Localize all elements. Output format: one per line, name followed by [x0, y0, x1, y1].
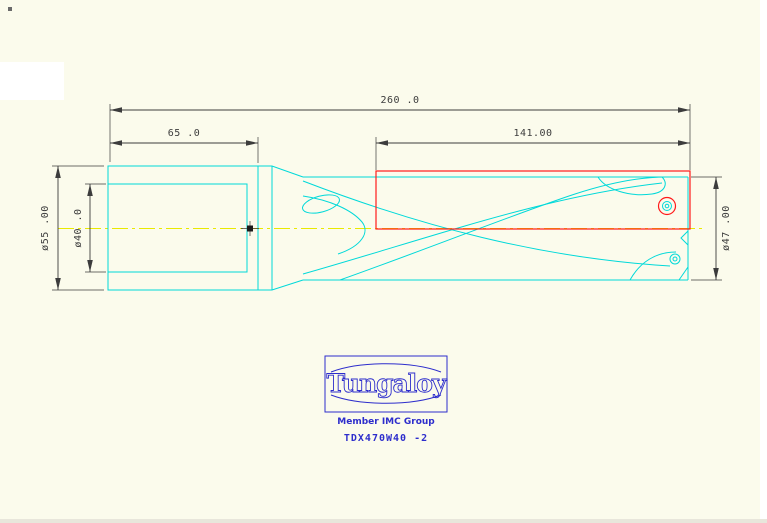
dimension-bore-diameter: ø40 .0 [73, 183, 106, 273]
neck-taper-bottom [258, 279, 304, 291]
logo-frame [324, 355, 448, 413]
flute-runout [302, 194, 340, 214]
insert-screws [657, 196, 681, 265]
inner-insert-screw [669, 253, 681, 265]
part-number: TDX470W40 -2 [344, 433, 428, 444]
cutting-edge-highlight [375, 170, 691, 230]
bore-diameter-label: ø40 .0 [73, 208, 84, 247]
flute-curves [302, 176, 677, 281]
brand-logotype: Tungaloy [326, 369, 448, 398]
overall-length-label: 260 .0 [380, 95, 419, 106]
drill-diameter-label: ø47 .00 [721, 205, 732, 251]
corner-mark [8, 7, 12, 11]
flute-length-label: 141.00 [513, 128, 552, 139]
dimension-overall-length: 260 .0 [109, 95, 691, 170]
bottom-strip-artifact [0, 519, 767, 523]
logo-tagline: Member IMC Group [337, 417, 435, 427]
shank-diameter-label: ø55 .00 [40, 205, 51, 251]
drill-body-outline [303, 176, 689, 281]
insert-pocket-notch [680, 230, 689, 246]
dimension-flute-length: 141.00 [375, 128, 690, 170]
logo-block: Tungaloy Member IMC Group TDX470W40 -2 [324, 355, 449, 444]
logo-swoosh-top [330, 363, 442, 373]
right-edge-artifact [760, 0, 767, 523]
dimension-shank-length: 65 .0 [110, 128, 259, 163]
shank-outline [107, 165, 304, 291]
tip-chamfer [678, 266, 689, 281]
white-patch-artifact [0, 62, 64, 100]
outer-insert-seat [657, 196, 677, 216]
dimension-shank-diameter: ø55 .00 [40, 165, 104, 291]
shank-length-label: 65 .0 [168, 128, 201, 139]
logo-swoosh-bottom [330, 394, 442, 404]
neck-taper-top [258, 165, 304, 178]
dimension-drill-diameter: ø47 .00 [691, 176, 732, 281]
snap-point-marker [241, 221, 259, 236]
